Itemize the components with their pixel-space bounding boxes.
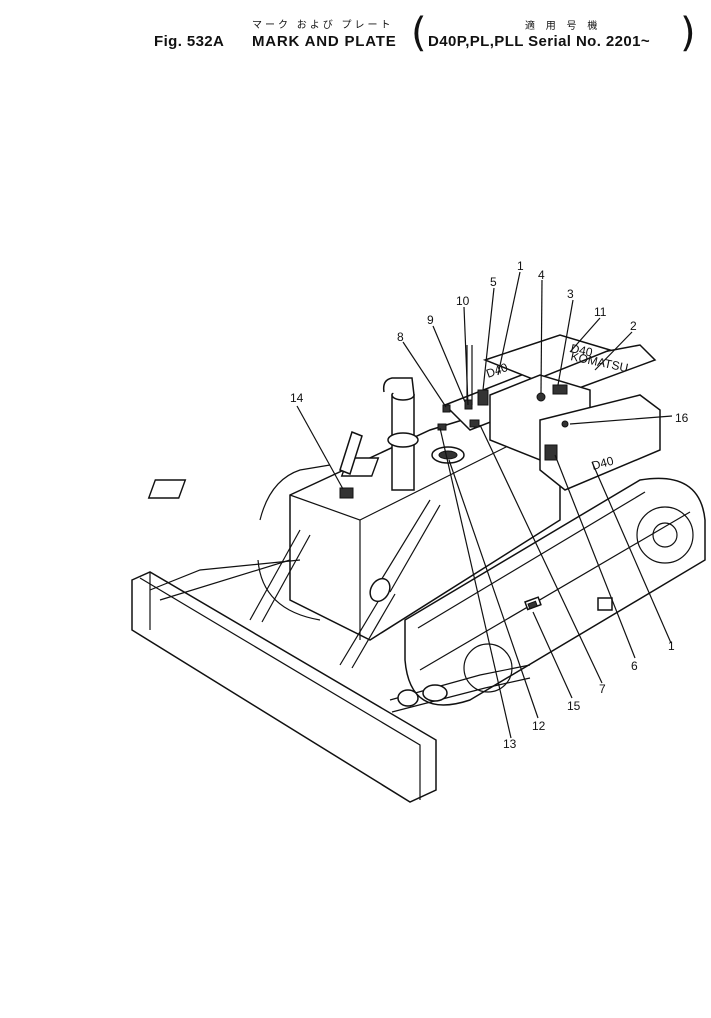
callout-16: 16 [675, 411, 689, 425]
callout-5: 5 [490, 275, 497, 289]
lift-arms [249, 499, 613, 713]
callout-15: 15 [567, 699, 581, 713]
callout-4: 4 [538, 268, 545, 282]
plate-16 [561, 420, 569, 428]
callout-1-side: 1 [668, 639, 675, 653]
callout-14: 14 [290, 391, 304, 405]
callout-13: 13 [503, 737, 517, 751]
dozer-blade [131, 559, 437, 803]
callout-leaders [296, 271, 673, 739]
title-english: MARK AND PLATE [252, 33, 397, 50]
callout-11: 11 [594, 305, 607, 319]
plate-15 [527, 600, 538, 610]
callout-10: 10 [456, 294, 470, 308]
plate-7 [469, 419, 480, 428]
callout-2: 2 [630, 319, 637, 333]
track-assembly [257, 464, 706, 706]
model-decal-side: D40 [590, 454, 615, 473]
left-parenthesis: ( [411, 10, 427, 56]
exhaust-pipe [339, 377, 419, 491]
title-japanese: マーク および プレート [252, 20, 394, 31]
callout-1-top: 1 [517, 259, 524, 273]
right-parenthesis: ) [680, 10, 696, 56]
callout-7: 7 [599, 682, 606, 696]
callout-numbers: 1 1 2 3 4 5 6 7 8 9 10 11 12 13 14 15 16 [290, 259, 689, 751]
plate-4 [536, 392, 546, 402]
plate-5 [477, 389, 489, 406]
callout-8: 8 [397, 330, 404, 344]
callout-9: 9 [427, 313, 434, 327]
plate-8 [442, 404, 451, 413]
plate-3 [552, 384, 568, 395]
callout-6: 6 [631, 659, 638, 673]
model-serial: D40P,PL,PLL Serial No. 2201~ [428, 33, 651, 50]
applicability-japanese: 適 用 号 機 [525, 21, 602, 32]
plate-6 [544, 444, 558, 461]
callout-3: 3 [567, 287, 574, 301]
callout-12: 12 [532, 719, 546, 733]
plate-13 [437, 423, 447, 431]
plate-14 [339, 487, 354, 499]
figure-number: Fig. 532A [154, 33, 225, 50]
